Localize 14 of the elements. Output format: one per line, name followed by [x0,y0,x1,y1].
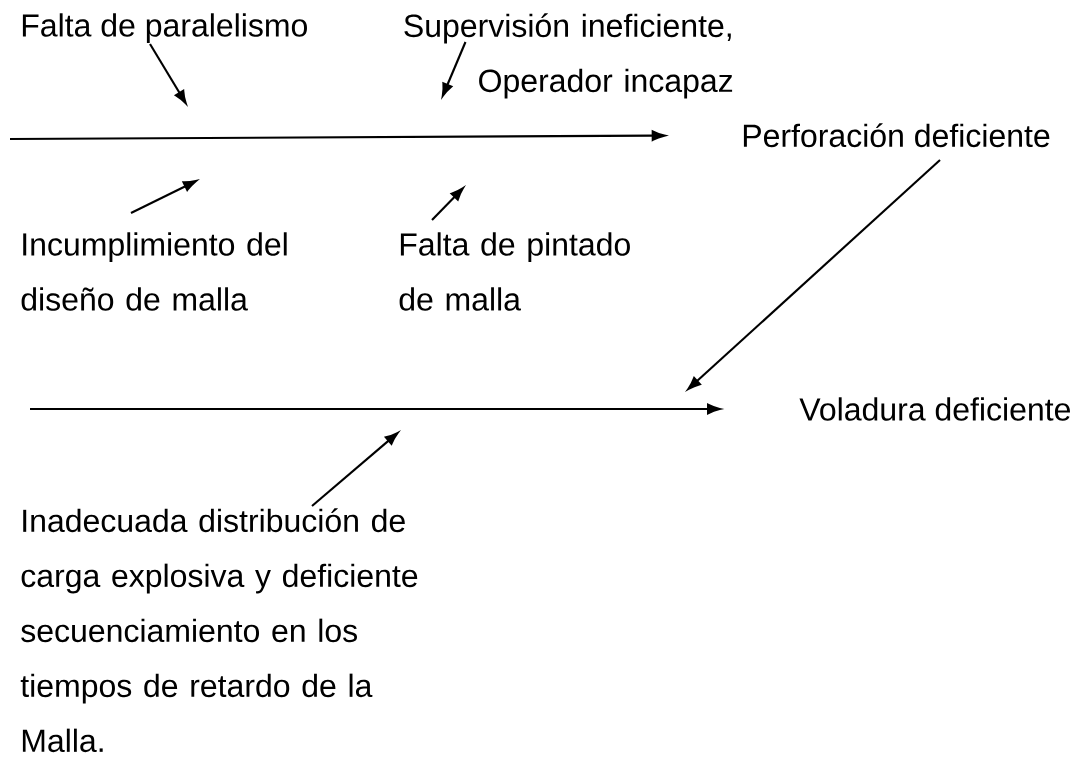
cause-label: Perforación deficiente [743,123,1050,148]
cause-label: Falta de pintado de malla [399,232,630,311]
cause-label: Supervisión ineficiente, Operador incapaz [404,13,733,99]
cause-label: Inadecuada distribución de carga explosiva y deficiente secuenciamiento en los tiempos de retardo de la Malla. [20,508,418,753]
arrow [149,43,187,104]
arrow [130,180,197,214]
arrow [311,432,399,507]
arrow [431,187,464,221]
cause-label: Voladura deficiente [799,397,1070,421]
spine-arrow [30,403,721,415]
cause-label: Falta de paralelismo [22,13,307,44]
cause-label: Incumplimiento del diseño de malla [21,232,287,311]
arrow [687,159,941,390]
arrow [441,41,467,97]
